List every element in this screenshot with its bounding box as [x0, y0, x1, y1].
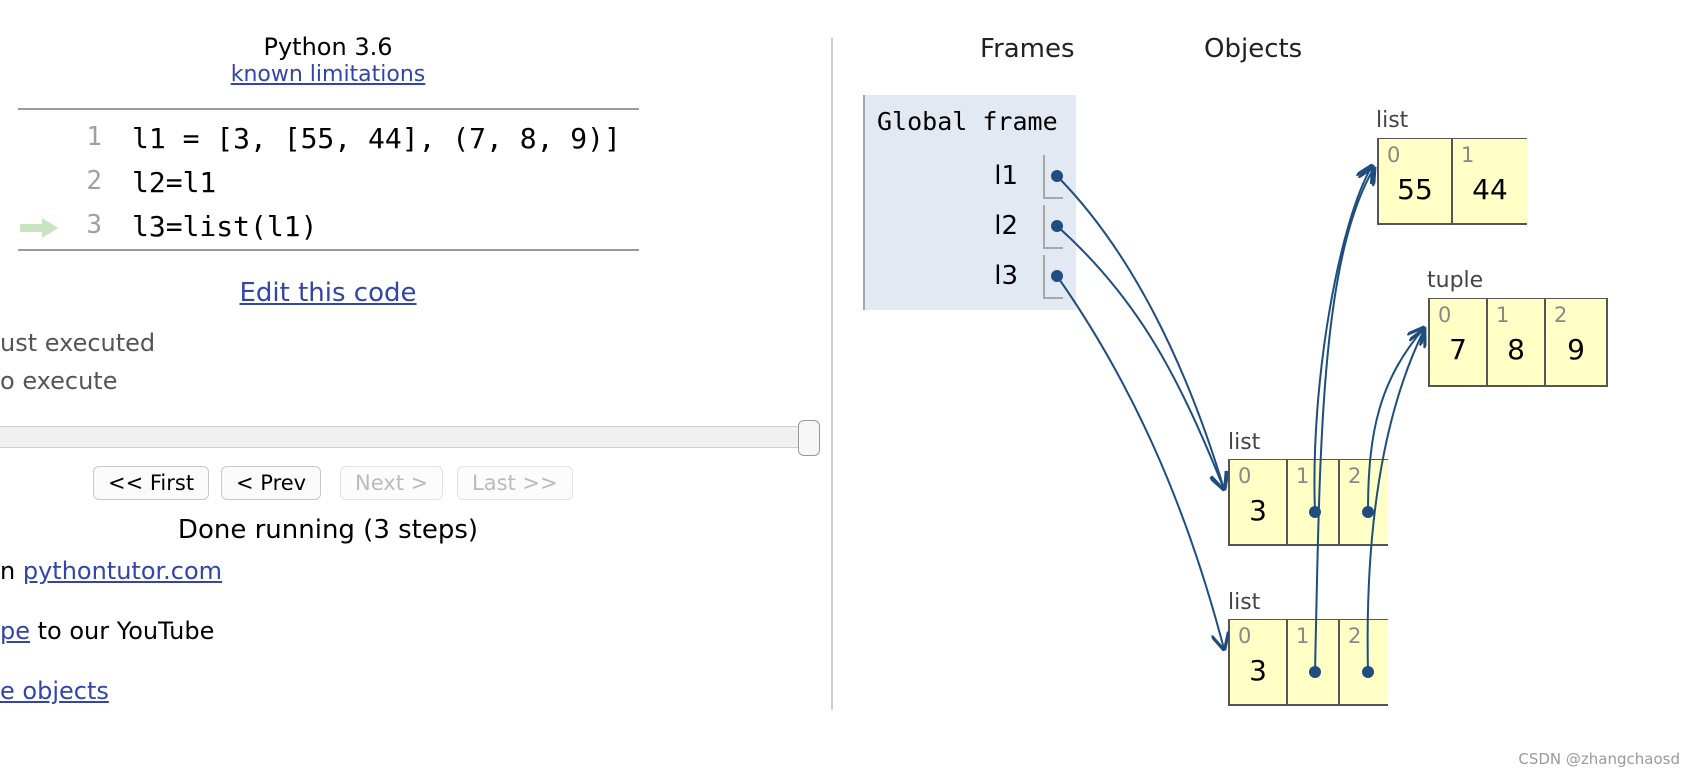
list-cell: 1	[1288, 460, 1340, 544]
footer-line-2: pe to our YouTube	[0, 617, 214, 645]
subscribe-link[interactable]: pe	[0, 617, 30, 645]
list-cell: 1 44	[1453, 139, 1527, 223]
list-b-item1-arrow	[1314, 168, 1374, 673]
first-button[interactable]: << First	[93, 466, 210, 500]
object-type-label: list	[1228, 590, 1261, 615]
object-type-label: list	[1228, 430, 1261, 455]
tuple-cell: 0 7	[1430, 299, 1488, 385]
footer-line-3: e objects	[0, 677, 109, 705]
footer-line-1: n pythontutor.com	[0, 557, 222, 585]
frames-header: Frames	[980, 34, 1075, 64]
objects-header: Objects	[1204, 34, 1303, 64]
code-bottom-rule	[18, 249, 639, 251]
list-cell: 0 3	[1230, 460, 1288, 544]
variable-pointer-slot	[1043, 255, 1063, 299]
code-line-current: 3 l3=list(l1)	[18, 206, 639, 250]
code-text: l1 = [3, [55, 44], (7, 8, 9)]	[132, 122, 621, 155]
cell-index: 0	[1438, 303, 1452, 327]
list-cell: 2	[1340, 620, 1388, 704]
copied-list-object: 0 3 1 2	[1228, 619, 1388, 706]
cell-value: 44	[1472, 173, 1508, 206]
tuple-object: 0 7 1 8 2 9	[1428, 298, 1608, 387]
cell-index: 0	[1387, 143, 1401, 167]
step-slider-handle[interactable]	[798, 420, 820, 456]
watermark: CSDN @zhangchaosd	[1518, 750, 1680, 768]
panel-divider[interactable]	[831, 38, 833, 710]
known-limitations-link[interactable]: known limitations	[230, 62, 426, 87]
l1-pointer-arrow	[1056, 175, 1224, 489]
variable-name: l2	[994, 211, 1018, 241]
l2-pointer-arrow	[1056, 225, 1224, 489]
cell-index: 1	[1296, 624, 1310, 648]
next-button[interactable]: Next >	[340, 466, 444, 500]
cell-value: 3	[1249, 654, 1267, 687]
variable-name: l3	[994, 261, 1018, 291]
variable-pointer-slot	[1043, 155, 1063, 199]
cell-index: 2	[1554, 303, 1568, 327]
code-text: l3=list(l1)	[132, 210, 318, 243]
code-top-rule	[18, 108, 639, 110]
prev-button[interactable]: < Prev	[221, 466, 322, 500]
object-type-label: tuple	[1427, 268, 1484, 293]
objects-link[interactable]: e objects	[0, 677, 109, 705]
global-frame-title: Global frame	[877, 107, 1058, 136]
code-text: l2=l1	[132, 166, 217, 199]
legend-to-execute: o execute	[0, 367, 118, 395]
cell-index: 2	[1348, 464, 1362, 488]
variable-pointer-slot	[1043, 205, 1063, 249]
cell-index: 0	[1238, 464, 1252, 488]
current-line-arrow-icon	[20, 218, 58, 238]
l3-pointer-arrow	[1056, 275, 1224, 649]
footer-text: to our YouTube	[30, 617, 215, 645]
list-cell: 0 3	[1230, 620, 1288, 704]
cell-index: 1	[1296, 464, 1310, 488]
cell-index: 2	[1348, 624, 1362, 648]
cell-value: 7	[1449, 333, 1467, 366]
code-line: 2 l2=l1	[18, 162, 639, 206]
code-line: 1 l1 = [3, [55, 44], (7, 8, 9)]	[18, 118, 639, 162]
list-cell: 2	[1340, 460, 1388, 544]
cell-index: 1	[1461, 143, 1475, 167]
tuple-cell: 2 9	[1546, 299, 1606, 385]
cell-value: 9	[1567, 333, 1585, 366]
list-cell: 0 55	[1379, 139, 1453, 223]
step-slider-track[interactable]	[0, 426, 806, 448]
edit-code-link[interactable]: Edit this code	[239, 278, 417, 308]
cell-index: 1	[1496, 303, 1510, 327]
cell-value: 3	[1249, 494, 1267, 527]
last-button[interactable]: Last >>	[457, 466, 573, 500]
line-number: 1	[86, 122, 102, 152]
cell-value: 8	[1507, 333, 1525, 366]
tuple-cell: 1 8	[1488, 299, 1546, 385]
cell-index: 0	[1238, 624, 1252, 648]
global-frame: Global frame l1 l2 l3	[863, 95, 1076, 310]
line-number: 3	[86, 210, 102, 240]
cell-value: 55	[1397, 173, 1433, 206]
run-status: Done running (3 steps)	[177, 515, 479, 545]
object-type-label: list	[1376, 108, 1409, 133]
pythontutor-link[interactable]: pythontutor.com	[22, 557, 223, 585]
outer-list-object: 0 3 1 2	[1228, 459, 1388, 546]
list-cell: 1	[1288, 620, 1340, 704]
inner-list-object: 0 55 1 44	[1377, 138, 1527, 225]
footer-text: n	[0, 557, 23, 585]
variable-name: l1	[994, 161, 1018, 191]
line-number: 2	[86, 166, 102, 196]
language-label: Python 3.6	[263, 33, 393, 61]
legend-just-executed: ust executed	[0, 329, 156, 357]
